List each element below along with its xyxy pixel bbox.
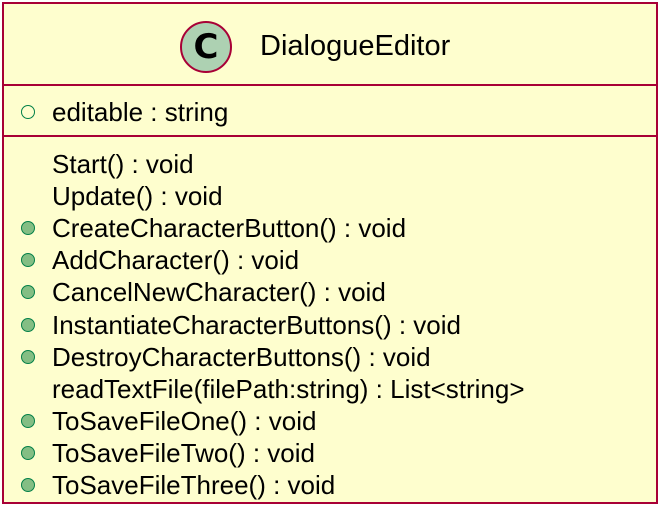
- class-box-dialogue-editor[interactable]: C DialogueEditor editable : string Start…: [2, 2, 658, 504]
- public-method-icon: [21, 221, 35, 236]
- method-text: ToSaveFileOne() : void: [52, 405, 317, 436]
- method-text: ToSaveFileTwo() : void: [52, 437, 315, 468]
- public-method-icon: [21, 478, 35, 492]
- method-row: readTextFile(filePath:string) : List<str…: [4, 373, 656, 405]
- method-row: Start() : void: [4, 148, 656, 180]
- public-method-icon: [21, 317, 35, 332]
- class-header: C DialogueEditor: [4, 4, 656, 84]
- method-text: Update() : void: [52, 181, 223, 212]
- class-icon-letter: C: [193, 27, 219, 67]
- method-text: ToSaveFileThree() : void: [52, 470, 336, 500]
- method-row: ToSaveFileThree() : void: [4, 469, 656, 501]
- method-text: DestroyCharacterButtons() : void: [52, 341, 431, 372]
- public-method-icon: [21, 413, 35, 428]
- field-row: editable : string: [4, 96, 656, 128]
- method-text: Start() : void: [52, 149, 194, 179]
- method-row: CancelNewCharacter() : void: [4, 276, 656, 308]
- header-divider: [4, 84, 656, 86]
- public-method-icon: [21, 253, 35, 268]
- method-row: ToSaveFileTwo() : void: [4, 437, 656, 469]
- public-method-icon: [21, 285, 35, 300]
- method-row: AddCharacter() : void: [4, 244, 656, 276]
- method-text: readTextFile(filePath:string) : List<str…: [52, 373, 525, 404]
- method-text: CancelNewCharacter() : void: [52, 277, 386, 308]
- class-name: DialogueEditor: [260, 30, 451, 62]
- method-row: DestroyCharacterButtons() : void: [4, 341, 656, 373]
- class-c-icon: C: [180, 21, 232, 73]
- fields-divider: [4, 135, 656, 137]
- method-text: InstantiateCharacterButtons() : void: [52, 309, 461, 340]
- method-row: CreateCharacterButton() : void: [4, 212, 656, 244]
- public-method-icon: [21, 445, 35, 460]
- method-text: AddCharacter() : void: [52, 245, 300, 276]
- method-row: InstantiateCharacterButtons() : void: [4, 309, 656, 341]
- public-method-icon: [21, 349, 35, 364]
- method-row: Update() : void: [4, 180, 656, 212]
- public-field-icon: [21, 105, 35, 119]
- method-text: CreateCharacterButton() : void: [52, 213, 407, 244]
- method-row: ToSaveFileOne() : void: [4, 405, 656, 437]
- field-text: editable : string: [52, 97, 229, 127]
